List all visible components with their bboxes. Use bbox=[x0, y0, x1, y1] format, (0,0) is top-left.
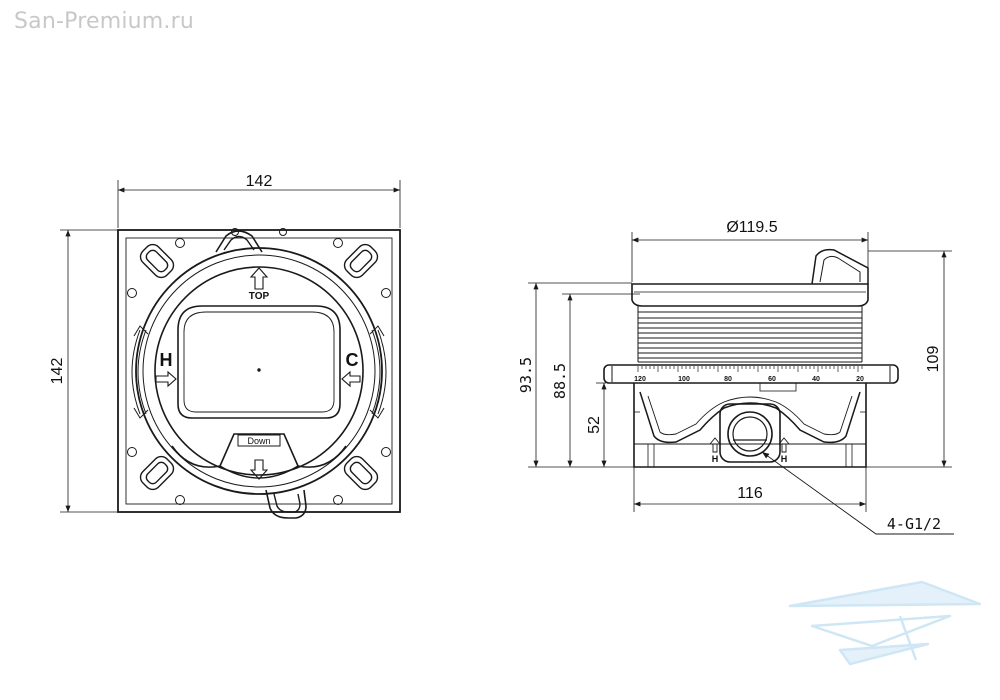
top-label: TOP bbox=[249, 291, 270, 302]
bottom-clip bbox=[265, 489, 307, 519]
height-52-dimension bbox=[596, 382, 607, 467]
corner-slot-tr bbox=[343, 243, 379, 279]
cold-label: C bbox=[346, 350, 359, 370]
side-view bbox=[528, 232, 954, 535]
scale-tick-label: 40 bbox=[812, 376, 820, 383]
scale-tick-label: 120 bbox=[634, 376, 646, 383]
rotation-arrows bbox=[131, 325, 387, 419]
scale-tick-label: 100 bbox=[678, 376, 690, 383]
scale-labels: 120 100 80 60 40 20 bbox=[634, 376, 864, 383]
front-view bbox=[60, 180, 401, 519]
front-height-label: 142 bbox=[49, 358, 66, 385]
top-clip bbox=[215, 230, 263, 253]
port-label-right: H bbox=[781, 454, 788, 464]
top-cap bbox=[631, 283, 869, 307]
watermark-logo bbox=[788, 580, 982, 666]
height-109-label: 109 bbox=[925, 346, 942, 373]
hot-label: H bbox=[160, 350, 173, 370]
outer-ring bbox=[135, 247, 383, 495]
watermark-text: San-Premium.ru bbox=[14, 9, 195, 34]
threaded-body bbox=[637, 306, 863, 363]
port-callout-leader bbox=[761, 451, 954, 535]
scale-tick-label: 20 bbox=[856, 376, 864, 383]
mounting-holes bbox=[127, 228, 391, 505]
height-88-5-label: 88.5 bbox=[551, 363, 569, 399]
height-88-5-dimension bbox=[562, 293, 640, 467]
scale-tick-label: 60 bbox=[768, 376, 776, 383]
display-window bbox=[177, 305, 341, 419]
front-height-dimension bbox=[60, 229, 118, 513]
corner-slot-tl bbox=[139, 243, 175, 279]
front-width-label: 142 bbox=[246, 173, 273, 190]
down-tab bbox=[171, 433, 347, 468]
lower-housing bbox=[633, 382, 867, 468]
height-93-5-dimension bbox=[528, 282, 634, 468]
width-116-dimension bbox=[633, 467, 867, 512]
front-width-dimension bbox=[117, 180, 401, 228]
height-52-label: 52 bbox=[586, 416, 603, 434]
width-116-label: 116 bbox=[737, 485, 763, 502]
corner-slot-bl bbox=[139, 455, 175, 491]
water-port bbox=[719, 403, 781, 463]
scale-flange bbox=[603, 364, 899, 384]
mounting-plate bbox=[117, 229, 401, 513]
down-label: Down bbox=[247, 436, 270, 446]
corner-slot-br bbox=[343, 455, 379, 491]
port-callout-label: 4-G1/2 bbox=[887, 515, 941, 533]
height-109-dimension bbox=[866, 250, 952, 468]
port-label-left: H bbox=[712, 454, 719, 464]
scale-tick-label: 80 bbox=[724, 376, 732, 383]
diameter-label: Ø119.5 bbox=[726, 219, 777, 236]
diameter-dimension bbox=[631, 232, 869, 282]
height-93-5-label: 93.5 bbox=[517, 357, 535, 393]
